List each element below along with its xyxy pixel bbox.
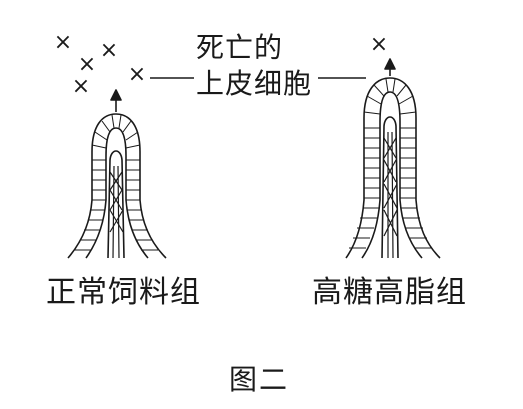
villus-normal-inner-edge xyxy=(85,127,149,259)
villus-normal-vessels xyxy=(107,150,125,259)
dead-cell-mark-1: × xyxy=(53,30,73,55)
villus-high xyxy=(345,58,441,259)
dead-cell-mark-6: × xyxy=(369,32,389,57)
villus-normal xyxy=(67,89,167,259)
group-label-normal: 正常饲料组 xyxy=(46,275,201,310)
villus-high-vessels xyxy=(381,116,399,259)
villus-normal-outer-edge xyxy=(67,113,167,259)
arrow-normal xyxy=(110,89,122,112)
villus-high-outer-edge xyxy=(345,77,441,259)
dead-cell-mark-5: × xyxy=(71,74,91,99)
villus-high-cells xyxy=(349,78,432,249)
callout-label-line1: 死亡的 xyxy=(196,31,284,64)
dead-cell-mark-3: × xyxy=(77,52,97,77)
callout-label-line2: 上皮细胞 xyxy=(196,67,313,100)
villus-normal-cells xyxy=(74,114,158,251)
group-label-high: 高糖高脂组 xyxy=(312,275,467,310)
villus-high-inner-edge xyxy=(361,91,423,259)
figure-caption: 图二 xyxy=(229,363,290,396)
dead-cell-mark-2: × xyxy=(99,38,119,63)
arrow-high xyxy=(384,58,396,76)
dead-cell-mark-4: × xyxy=(127,62,147,87)
